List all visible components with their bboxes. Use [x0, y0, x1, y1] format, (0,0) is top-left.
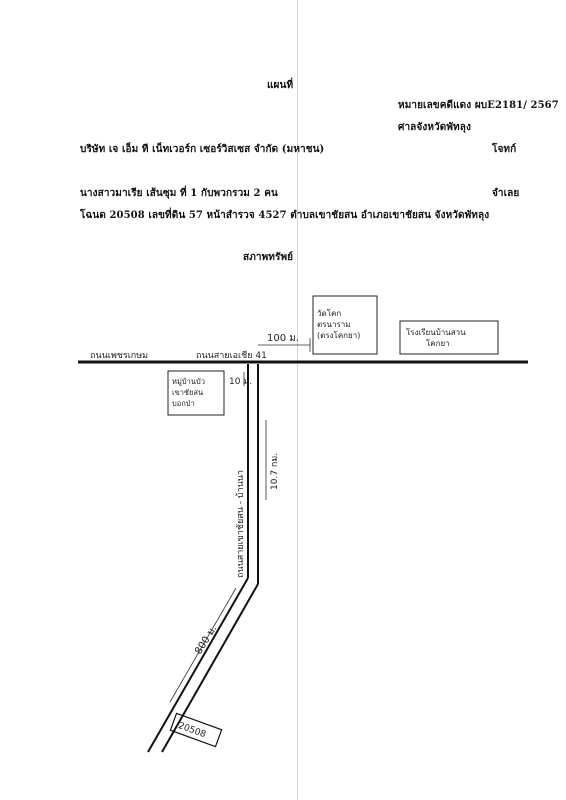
- court-name: ศาลจังหวัดพัทลุง: [398, 122, 471, 133]
- school-landmark-box: [399, 320, 499, 355]
- case-number: หมายเลขคดีแดง ผบE2181/ 2567: [398, 100, 559, 111]
- property-parcel-label: 20508: [177, 721, 208, 740]
- distance-10m-label: 10 ม.: [229, 377, 252, 387]
- main-road-left-label: ถนนเพชรเกษม: [90, 351, 148, 361]
- side-road-diagonal-left: [147, 577, 249, 753]
- property-parcel-box: [169, 712, 223, 748]
- village-landmark-label: หมู่บ้านบัวเขาชัยสนบอกป่า: [172, 377, 205, 408]
- temple-landmark-box: [312, 295, 378, 355]
- defendant-role: จำเลย: [492, 188, 520, 199]
- village-landmark-box: [167, 370, 225, 416]
- distance-800m-line: [169, 587, 237, 703]
- page-fold-line: [297, 0, 298, 800]
- section-title: สภาพทรัพย์: [243, 252, 294, 263]
- distance-100m-label: 100 ม.: [267, 333, 299, 344]
- document-title: แผนที่: [267, 80, 294, 91]
- temple-landmark-label: วัดโคกตรนาราม(ตรงโคกยา): [317, 308, 360, 340]
- plaintiff-name: บริษัท เจ เอ็ม ที เน็ทเวอร์ก เซอร์วิสเซส…: [80, 144, 325, 155]
- defendant-name: นางสาวมาเรีย เส้นซุม ที่ 1 กับพวกรวม 2 ค…: [80, 188, 278, 199]
- plaintiff-role: โจทก์: [492, 144, 517, 155]
- side-road-label: ถนนสายเขาชัยสน - บ้านนา: [235, 470, 246, 578]
- property-parcel: 20508: [169, 712, 223, 748]
- land-deed-info: โฉนด 20508 เลขที่ดิน 57 หน้าสำรวจ 4527 ต…: [80, 210, 490, 221]
- side-road-distance-label: 10.7 กม.: [270, 453, 280, 490]
- school-landmark-label: โรงเรียนบ้านสวนโคกยา: [406, 327, 466, 348]
- side-road-diagonal-right: [161, 583, 259, 753]
- main-road-right-label: ถนนสายเอเชีย 41: [196, 350, 267, 361]
